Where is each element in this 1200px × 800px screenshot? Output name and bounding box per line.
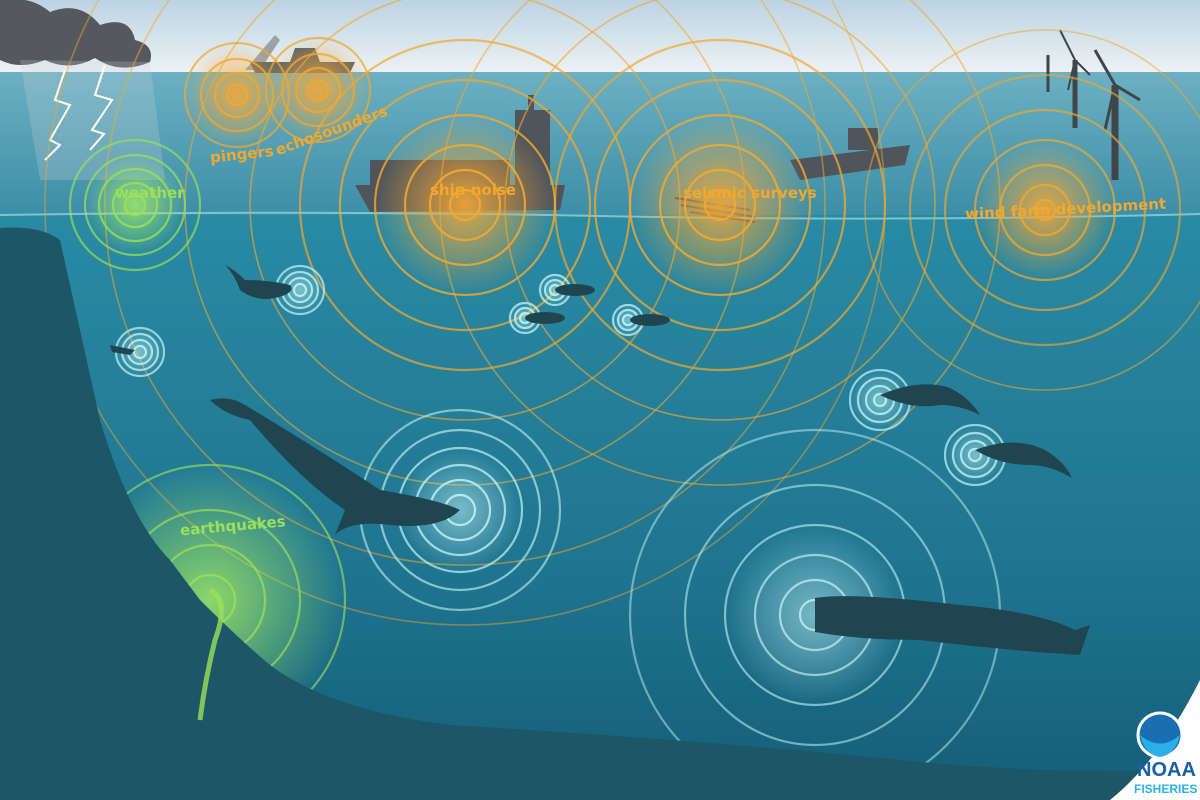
- pinger-ring: [225, 83, 249, 107]
- lobster-sound-ring: [132, 344, 148, 360]
- weather-ring: [83, 153, 187, 257]
- wind-farm-ring: [943, 108, 1147, 312]
- fish-icon: [525, 312, 565, 324]
- logo-background: [1110, 680, 1200, 800]
- right-whale-icon: [210, 398, 460, 535]
- echosounder-ring: [294, 66, 342, 114]
- wind-farm-ring: [1033, 198, 1057, 222]
- seismic-ring: [683, 168, 757, 242]
- animals: [110, 265, 1090, 655]
- dolphin-click-ring: [967, 447, 983, 463]
- wind-farm-glow: [975, 140, 1115, 280]
- noaa-fisheries-logo: NOAA FISHERIES: [1134, 711, 1197, 796]
- seismic-glow: [630, 115, 810, 295]
- svg-text:NOAA: NOAA: [1137, 759, 1196, 781]
- ship-noise-ring: [338, 78, 592, 332]
- seismic-ring: [593, 78, 847, 332]
- seal-icon: [225, 265, 292, 299]
- wind-farm-ring: [864, 29, 1200, 391]
- fish-icon: [630, 314, 670, 326]
- echosounder-ring: [306, 78, 330, 102]
- echosounder-ring: [280, 52, 356, 128]
- weather-ring: [97, 167, 173, 243]
- seismic-ring: [658, 143, 782, 267]
- wind-farm-ring: [973, 138, 1117, 282]
- weather-ring: [123, 193, 147, 217]
- label-ship-noise: ship noise: [430, 181, 516, 199]
- seal-call-ring: [292, 282, 308, 298]
- lobster-icon: [110, 345, 135, 355]
- ship-noise-ring: [403, 143, 527, 267]
- fish-icon: [555, 284, 595, 296]
- label-seismic-surveys: seismic surveys: [683, 184, 817, 202]
- label-weather: weather: [115, 184, 185, 202]
- survey-ship-icon: [790, 128, 910, 180]
- svg-text:FISHERIES: FISHERIES: [1134, 782, 1197, 796]
- storm-cloud-icon: [0, 0, 165, 180]
- dolphin-icon: [975, 442, 1072, 478]
- seafloor-cliff: [0, 227, 1200, 800]
- wind-farm-ring: [998, 163, 1092, 257]
- earthquake-fault: [197, 587, 224, 721]
- seismic-ring: [703, 188, 737, 222]
- seismic-ring: [628, 113, 812, 297]
- seismic-ring: [553, 38, 887, 372]
- ship-noise-ring: [448, 188, 482, 222]
- ship-noise-ring: [428, 168, 502, 242]
- seismic-ring: [504, 0, 936, 421]
- dolphin-icon: [880, 384, 980, 415]
- wind-farm-ring: [1018, 183, 1072, 237]
- sperm-whale-icon: [815, 596, 1090, 655]
- weather-ring: [111, 181, 159, 229]
- echosounder-ring: [264, 36, 372, 144]
- dolphin-click-ring: [872, 392, 888, 408]
- wind-farm-ring: [908, 73, 1182, 347]
- pinger-ring: [213, 71, 261, 119]
- weather-ring: [68, 138, 202, 272]
